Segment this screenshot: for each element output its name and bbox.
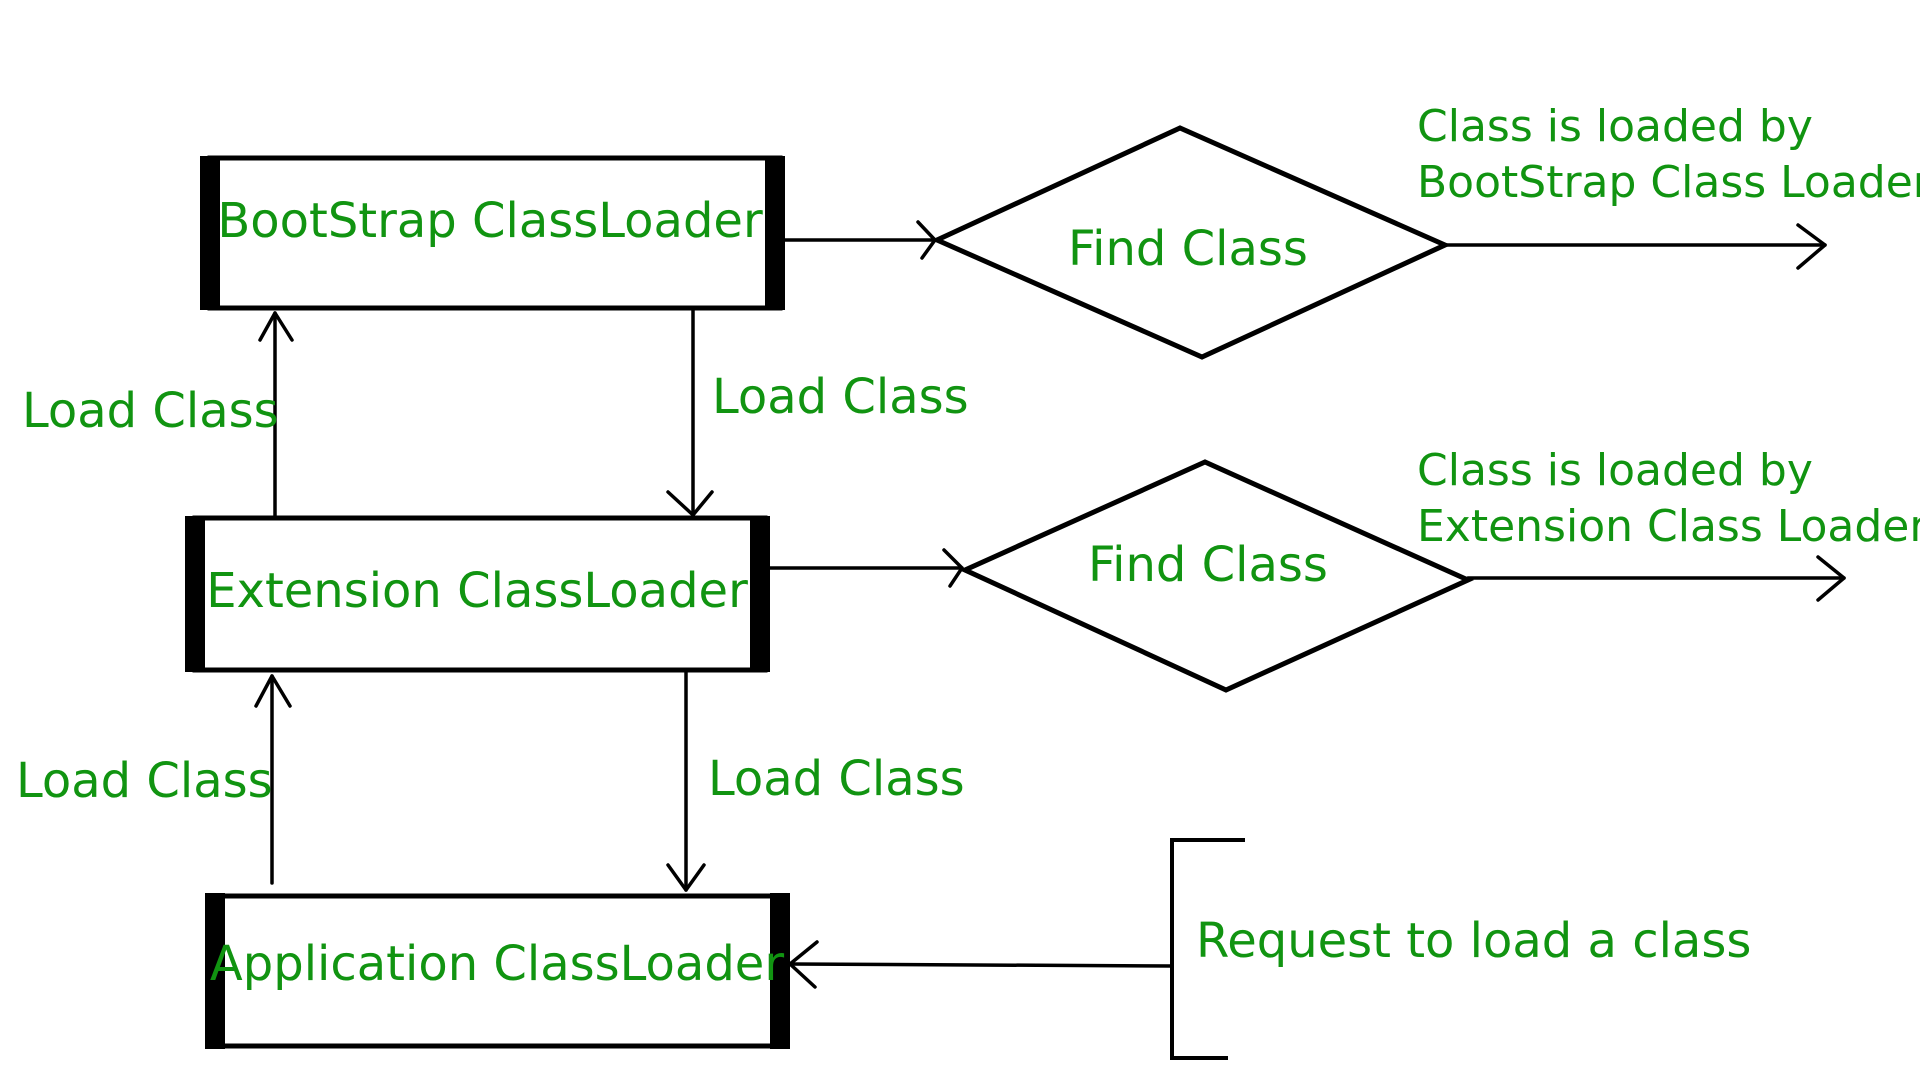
edge-extension-to-application-label: Load Class	[708, 751, 965, 807]
application-box-left-bar	[205, 893, 225, 1049]
edge-request-to-application	[788, 940, 1174, 989]
edge-extension-to-bootstrap	[258, 311, 294, 520]
edge-extension-to-find-class	[768, 548, 964, 588]
edge-find-top-to-outcome-arrowhead	[1796, 223, 1827, 270]
bootstrap-classloader-node: BootStrap ClassLoader	[200, 155, 785, 311]
find-class-mid-diamond	[958, 459, 1475, 693]
find-class-mid-node: Find Class	[958, 459, 1475, 693]
application-classloader-node: Application ClassLoader	[205, 893, 790, 1049]
edge-request-to-application-arrowhead	[788, 940, 819, 989]
edge-bootstrap-to-extension-label: Load Class	[712, 369, 969, 425]
bootstrap-box-left-bar	[200, 156, 220, 310]
bootstrap-label: BootStrap ClassLoader	[217, 193, 763, 249]
bootstrap-box-right-bar	[765, 156, 785, 310]
edge-find-mid-to-outcome-arrowhead	[1816, 555, 1846, 602]
bootstrap-box	[207, 155, 783, 311]
edge-extension-to-find-class-arrowhead	[942, 548, 964, 588]
edge-request-to-application-line	[788, 962, 1174, 968]
outcome-bootstrap-line2: BootStrap Class Loader	[1417, 157, 1920, 208]
edge-extension-to-bootstrap-label: Load Class	[22, 383, 279, 439]
application-label: Application ClassLoader	[210, 936, 784, 992]
edge-application-to-extension	[254, 674, 292, 885]
extension-label: Extension ClassLoader	[206, 563, 748, 619]
extension-box-right-bar	[750, 516, 770, 672]
edge-extension-to-bootstrap-arrowhead	[258, 311, 294, 342]
edge-bootstrap-to-extension-arrowhead	[666, 490, 714, 517]
find-class-top-node: Find Class	[930, 125, 1452, 360]
edge-extension-to-application-arrowhead	[666, 863, 706, 892]
extension-box	[192, 515, 768, 673]
edge-bootstrap-to-find-class	[783, 220, 937, 260]
request-bracket	[1170, 838, 1245, 1060]
outcome-extension-line2: Extension Class Loader	[1417, 501, 1920, 552]
extension-classloader-node: Extension ClassLoader	[185, 515, 770, 673]
edge-application-to-extension-label: Load Class	[16, 753, 273, 809]
request-bracket-shape	[1170, 838, 1245, 1060]
extension-box-left-bar	[185, 516, 205, 672]
request-label: Request to load a class	[1196, 913, 1751, 969]
edge-bootstrap-to-find-class-arrowhead	[916, 220, 937, 260]
edge-find-top-to-outcome	[1443, 223, 1827, 270]
edge-application-to-extension-arrowhead	[254, 674, 292, 708]
edge-bootstrap-to-extension	[666, 308, 714, 517]
edge-find-mid-to-outcome	[1466, 555, 1846, 602]
find-class-top-label: Find Class	[1068, 221, 1308, 277]
application-box-right-bar	[770, 893, 790, 1049]
outcome-bootstrap-line1: Class is loaded by	[1417, 101, 1813, 152]
find-class-mid-label: Find Class	[1088, 537, 1328, 593]
outcome-extension-line1: Class is loaded by	[1417, 445, 1813, 496]
edge-extension-to-application	[666, 670, 706, 892]
